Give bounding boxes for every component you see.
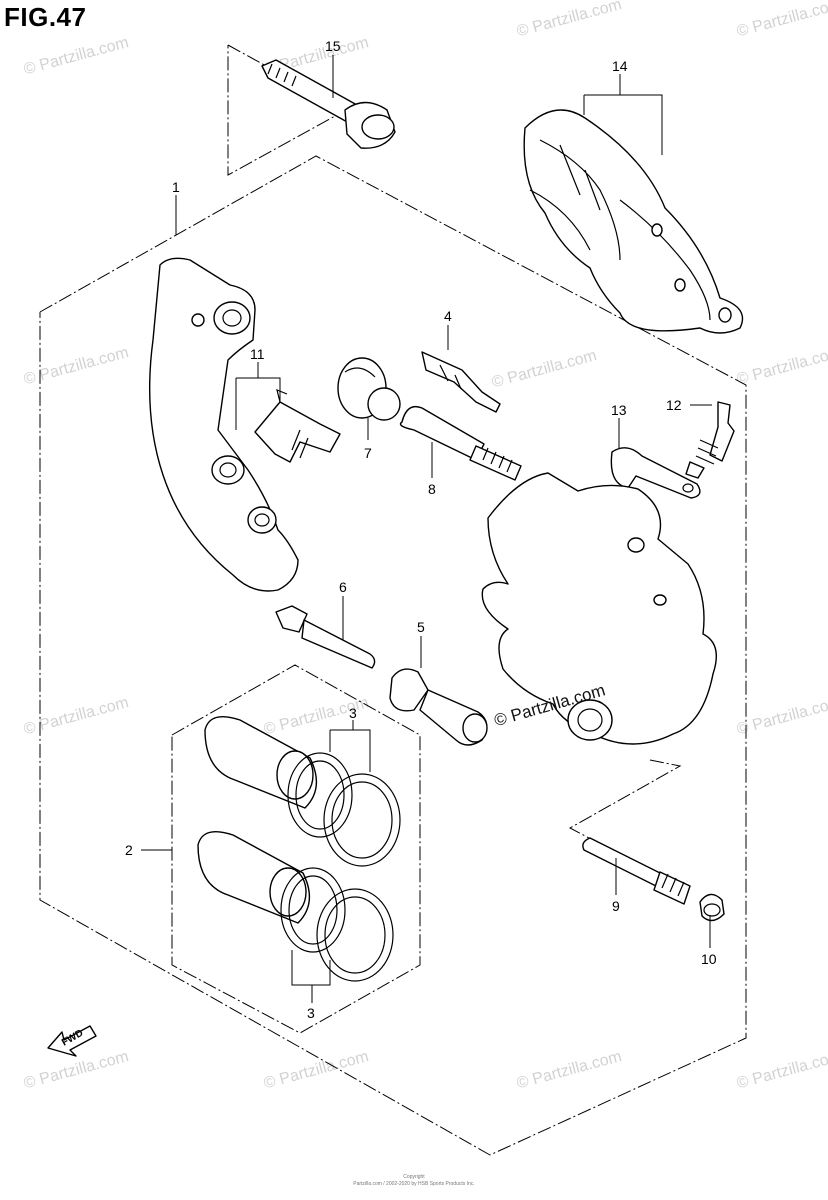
part-11-spring[interactable] [254,389,341,463]
bleed-outline [568,759,682,871]
assembly-outline [39,155,747,1156]
callout-13[interactable]: 13 [611,402,627,418]
part-15-bolt[interactable] [261,59,396,149]
callout-9[interactable]: 9 [612,898,620,914]
part-2-pistons[interactable] [197,716,318,924]
part-8-pin[interactable] [399,405,522,481]
footer-line-2: Partzilla.com / 2002-2020 by HSB Sports … [353,1181,475,1187]
part-13-plate[interactable] [610,447,701,499]
piston-seal-outline [171,664,421,1034]
callout-5[interactable]: 5 [417,619,425,635]
footer-line-1: Copyright [403,1174,425,1180]
callout-7[interactable]: 7 [364,445,372,461]
fwd-arrow [47,1025,97,1057]
part-12-bleeder[interactable] [685,401,735,479]
part-10-plug[interactable] [699,893,725,922]
callout-4[interactable]: 4 [444,308,452,324]
caliper-body [481,472,717,745]
callout-3a[interactable]: 3 [349,705,357,721]
part-7-boot[interactable] [337,357,401,421]
callout-6[interactable]: 6 [339,579,347,595]
callout-2[interactable]: 2 [125,842,133,858]
callout-11[interactable]: 11 [250,346,265,362]
callout-15[interactable]: 15 [325,38,341,54]
figure-title: FIG.47 [4,2,87,32]
callout-14[interactable]: 14 [612,58,628,74]
leader-lines [141,55,712,1003]
callout-8[interactable]: 8 [428,481,436,497]
callout-10[interactable]: 10 [701,951,717,967]
part-4-pad-spring[interactable] [421,351,501,413]
part-1-bracket[interactable] [148,257,299,592]
callout-3b[interactable]: 3 [307,1005,315,1021]
part-9-pin[interactable] [582,837,691,905]
callout-12[interactable]: 12 [666,397,682,413]
part-14-brake-pads[interactable] [523,109,744,334]
part-6-pin[interactable] [275,605,376,669]
part-3-seals[interactable] [280,752,401,982]
part-5-sleeve[interactable] [389,668,488,746]
callout-1[interactable]: 1 [172,179,180,195]
